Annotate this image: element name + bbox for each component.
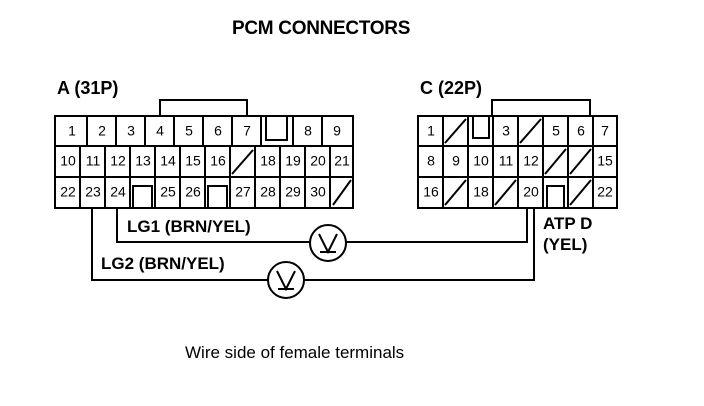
pin-c-8: 8 bbox=[427, 153, 435, 169]
pin-a-9: 9 bbox=[333, 123, 341, 139]
connector-a-label: A (31P) bbox=[57, 78, 119, 98]
pin-a-24: 24 bbox=[110, 184, 126, 200]
pin-a-25: 25 bbox=[160, 184, 176, 200]
pin-c-11: 11 bbox=[499, 153, 514, 169]
pin-c-9: 9 bbox=[452, 153, 460, 169]
wire-lg1-to-c20 bbox=[346, 208, 528, 243]
pin-a-12: 12 bbox=[110, 153, 126, 169]
pin-c-3: 3 bbox=[502, 123, 510, 139]
pin-a-4: 4 bbox=[156, 123, 164, 139]
pin-a-8: 8 bbox=[304, 123, 312, 139]
connector-c-key-notch bbox=[472, 116, 490, 139]
atp-d-color-label: (YEL) bbox=[543, 235, 588, 254]
pin-a-27: 27 bbox=[235, 184, 251, 200]
pin-c-7: 7 bbox=[601, 123, 609, 139]
pin-c-22: 22 bbox=[597, 184, 613, 200]
wire-lg2-label: LG2 (BRN/YEL) bbox=[101, 254, 225, 273]
wire-lg2-to-c20 bbox=[304, 208, 535, 281]
connector-c-label: C (22P) bbox=[420, 78, 483, 98]
pin-c-5: 5 bbox=[552, 123, 560, 139]
wire-lg2 bbox=[91, 208, 268, 281]
connector-a-lock-tab bbox=[159, 99, 248, 116]
pin-a-19: 19 bbox=[285, 153, 301, 169]
pin-a-7: 7 bbox=[243, 123, 251, 139]
pin-c-10: 10 bbox=[473, 153, 489, 169]
pin-a-18: 18 bbox=[260, 153, 276, 169]
pin-a-11: 11 bbox=[86, 153, 101, 169]
pin-a-15: 15 bbox=[185, 153, 201, 169]
pin-a-16: 16 bbox=[210, 153, 226, 169]
connector-c-notch bbox=[546, 185, 565, 208]
connector-c-lock-tab bbox=[491, 99, 591, 116]
connector-a-notch-2 bbox=[207, 185, 228, 208]
pin-a-22: 22 bbox=[60, 184, 76, 200]
pin-c-6: 6 bbox=[577, 123, 585, 139]
wire-lg1 bbox=[116, 208, 310, 243]
pin-c-1: 1 bbox=[427, 123, 435, 139]
pin-c-16: 16 bbox=[423, 184, 439, 200]
connector-a-notch-1 bbox=[132, 185, 153, 208]
pin-a-26: 26 bbox=[185, 184, 201, 200]
pin-a-30: 30 bbox=[310, 184, 326, 200]
caption: Wire side of female terminals bbox=[185, 343, 405, 362]
pin-a-13: 13 bbox=[135, 153, 151, 169]
pin-a-10: 10 bbox=[60, 153, 76, 169]
pin-c-12: 12 bbox=[523, 153, 539, 169]
pin-a-28: 28 bbox=[260, 184, 276, 200]
pin-a-20: 20 bbox=[310, 153, 326, 169]
atp-d-label: ATP D bbox=[543, 214, 593, 233]
pin-a-21: 21 bbox=[334, 153, 350, 169]
pin-c-18: 18 bbox=[473, 184, 489, 200]
pin-a-5: 5 bbox=[185, 123, 193, 139]
pin-a-2: 2 bbox=[98, 123, 106, 139]
pin-c-20: 20 bbox=[523, 184, 539, 200]
pin-a-14: 14 bbox=[160, 153, 176, 169]
connector-a-key-notch bbox=[265, 116, 288, 141]
pin-a-3: 3 bbox=[127, 123, 135, 139]
pin-a-23: 23 bbox=[85, 184, 101, 200]
wire-lg1-label: LG1 (BRN/YEL) bbox=[127, 217, 251, 236]
pin-a-6: 6 bbox=[214, 123, 222, 139]
diagram-title: PCM CONNECTORS bbox=[232, 18, 411, 39]
pin-a-29: 29 bbox=[285, 184, 301, 200]
pin-a-1: 1 bbox=[68, 123, 76, 139]
voltmeter-1-icon bbox=[309, 224, 347, 262]
pin-c-15: 15 bbox=[597, 153, 613, 169]
voltmeter-2-icon bbox=[267, 261, 305, 299]
